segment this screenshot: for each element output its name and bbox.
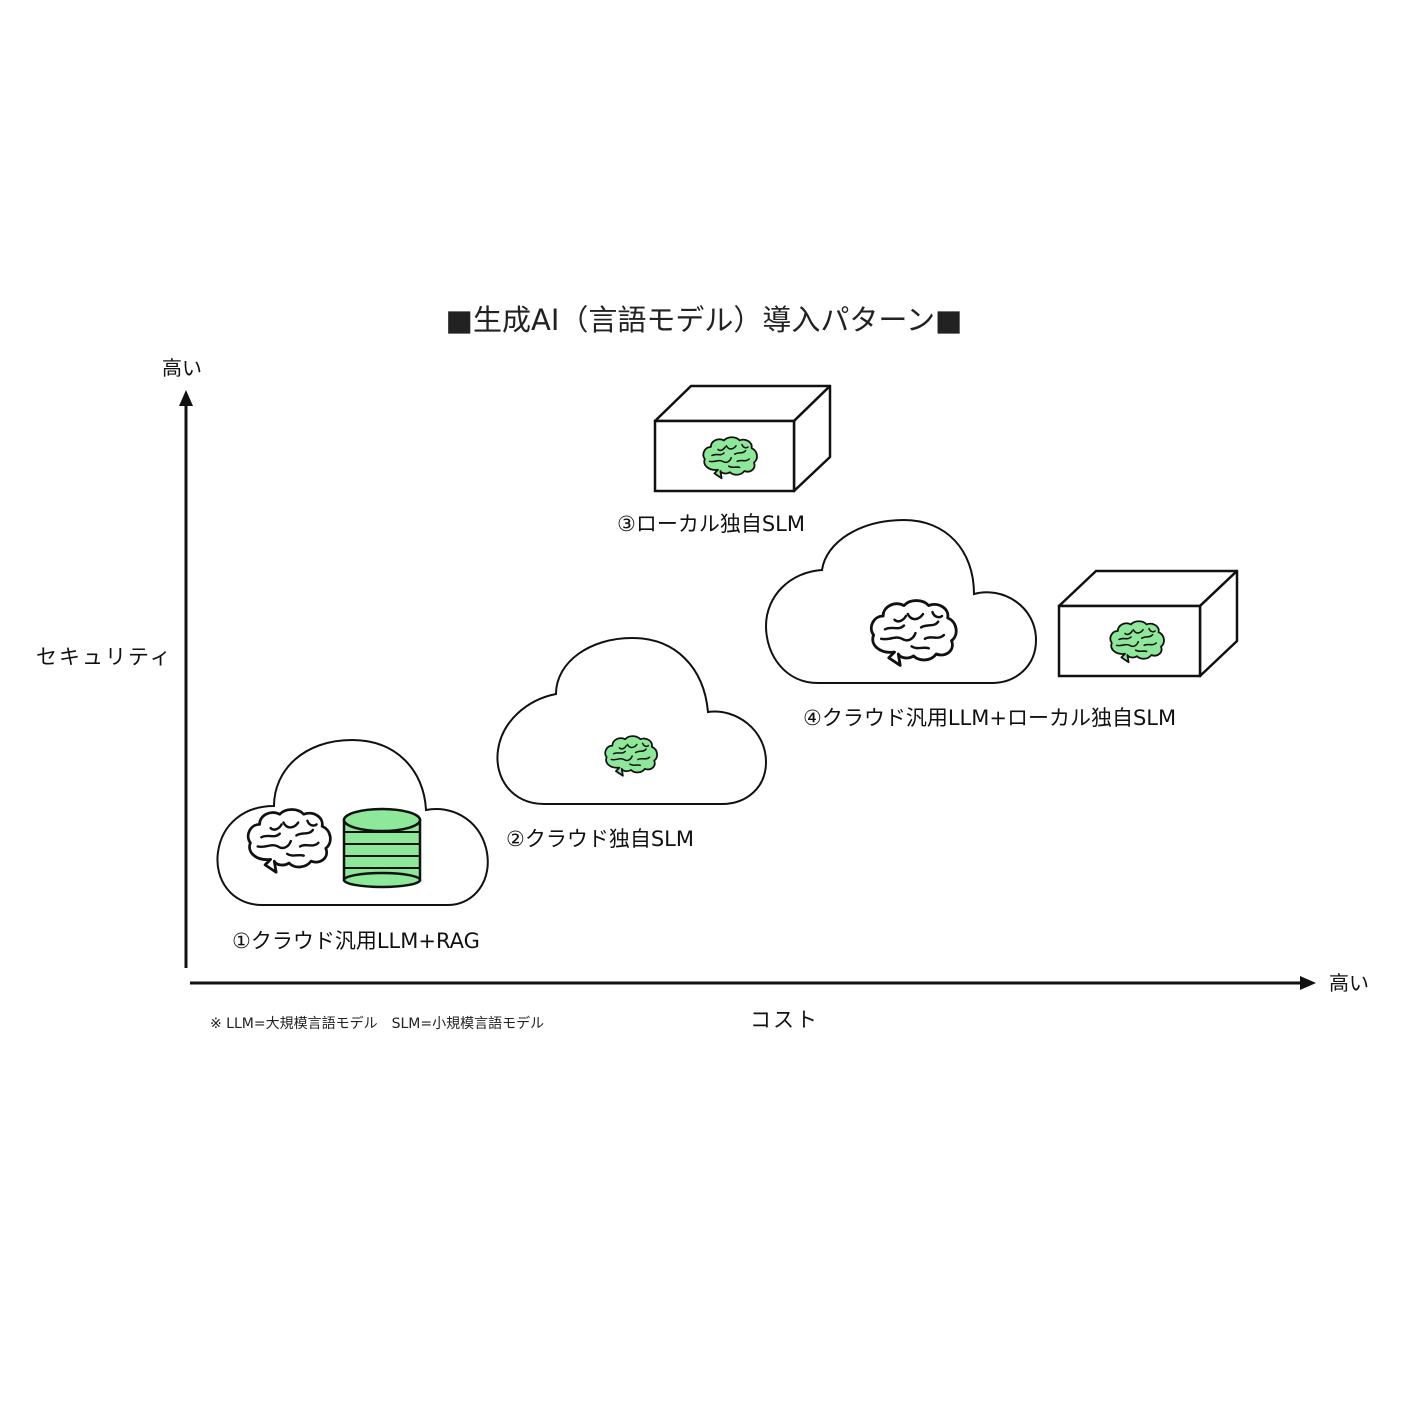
pattern-4-server-box-icon — [1057, 569, 1239, 678]
y-axis-arrowhead — [179, 390, 193, 406]
x-axis-high-label: 高い — [1329, 971, 1369, 995]
pattern-2-cloud-icon — [496, 636, 768, 805]
pattern-4-label: ④クラウド汎用LLM+ローカル独自SLM — [803, 706, 1177, 730]
pattern-3-server-box-icon — [653, 384, 832, 493]
page-title: ■生成AI（言語モデル）導入パターン■ — [445, 303, 963, 337]
pattern-1-label: ①クラウド汎用LLM+RAG — [232, 929, 480, 953]
x-axis-arrowhead — [1300, 976, 1316, 990]
y-axis-label: セキュリティ — [36, 645, 173, 669]
pattern-4-cloud-icon — [764, 518, 1038, 684]
pattern-3-label: ③ローカル独自SLM — [617, 512, 805, 536]
x-axis-label: コスト — [750, 1008, 819, 1032]
pattern-2-label: ②クラウド独自SLM — [506, 827, 694, 851]
pattern-1-database-icon — [342, 807, 422, 889]
footnote: ※ LLM=大規模言語モデル SLM=小規模言語モデル — [210, 1016, 545, 1032]
y-axis-high-label: 高い — [162, 356, 202, 380]
